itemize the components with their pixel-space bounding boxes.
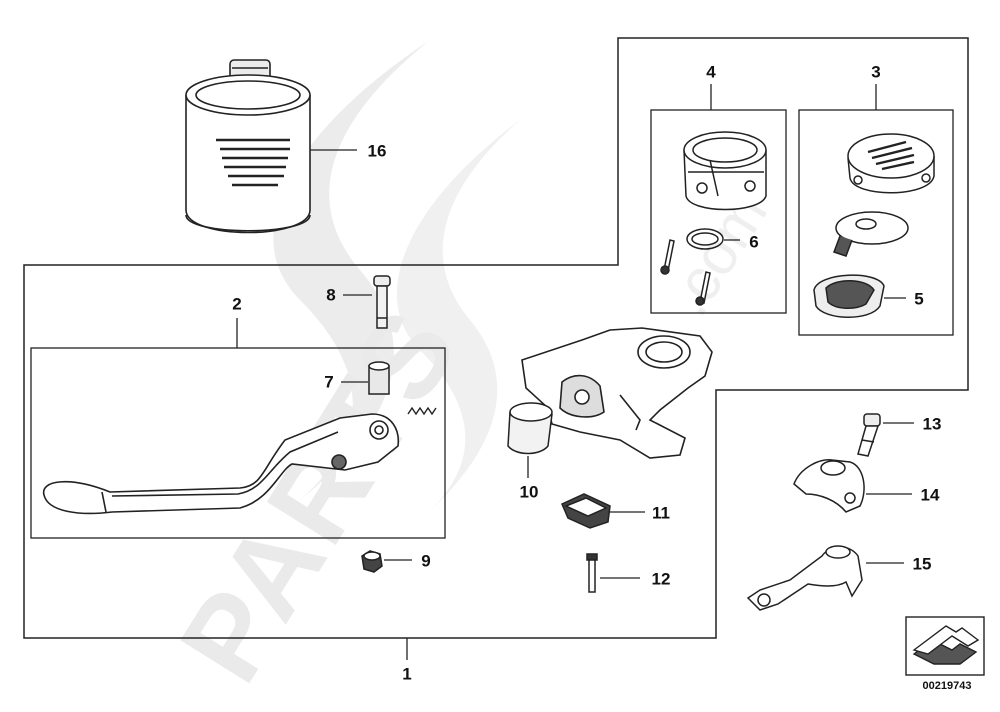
part-14-clamp[interactable] bbox=[793, 459, 865, 513]
assembly-1-frame bbox=[23, 37, 969, 639]
callout-7: 7 bbox=[324, 372, 334, 392]
part-3-reservoir-cap[interactable] bbox=[847, 133, 935, 194]
callout-12: 12 bbox=[651, 569, 671, 589]
callout-3: 3 bbox=[871, 62, 881, 82]
part-4-reservoir[interactable] bbox=[683, 131, 767, 211]
drawing-code: 00219743 bbox=[922, 680, 972, 692]
callout-13: 13 bbox=[922, 414, 942, 434]
callout-11: 11 bbox=[652, 503, 670, 523]
lever-housing[interactable] bbox=[521, 327, 713, 459]
callout-2: 2 bbox=[232, 294, 242, 314]
assembly-2-frame bbox=[30, 347, 446, 539]
part-16-fluid-can[interactable] bbox=[185, 59, 311, 234]
part-5-diaphragm[interactable] bbox=[813, 274, 885, 318]
part-2-lever[interactable] bbox=[42, 413, 400, 515]
drawing-code-icon bbox=[905, 616, 985, 676]
callout-5: 5 bbox=[914, 289, 924, 309]
part-10-rubber-boot[interactable] bbox=[507, 402, 553, 455]
callout-4: 4 bbox=[706, 62, 716, 82]
part-9-nut[interactable] bbox=[361, 550, 383, 573]
callout-10: 10 bbox=[519, 482, 539, 502]
part-7-bushing[interactable] bbox=[368, 361, 390, 395]
part-13-screw[interactable] bbox=[857, 413, 881, 457]
callout-14: 14 bbox=[920, 485, 940, 505]
part-6-o-ring[interactable] bbox=[686, 228, 724, 250]
reservoir-screws bbox=[660, 239, 711, 306]
cap-plate bbox=[833, 211, 909, 257]
part-8-pivot-bolt[interactable] bbox=[373, 275, 391, 329]
callout-16: 16 bbox=[367, 141, 387, 161]
callout-8: 8 bbox=[326, 285, 336, 305]
part-15-bracket[interactable] bbox=[746, 545, 863, 611]
callout-6: 6 bbox=[749, 232, 759, 252]
lever-spring bbox=[407, 406, 437, 416]
assembly-4-frame bbox=[650, 109, 787, 314]
callout-9: 9 bbox=[421, 551, 431, 571]
callout-15: 15 bbox=[912, 554, 932, 574]
part-11-switch[interactable] bbox=[561, 493, 611, 529]
part-12-screw[interactable] bbox=[586, 553, 598, 593]
callout-1: 1 bbox=[402, 664, 412, 684]
